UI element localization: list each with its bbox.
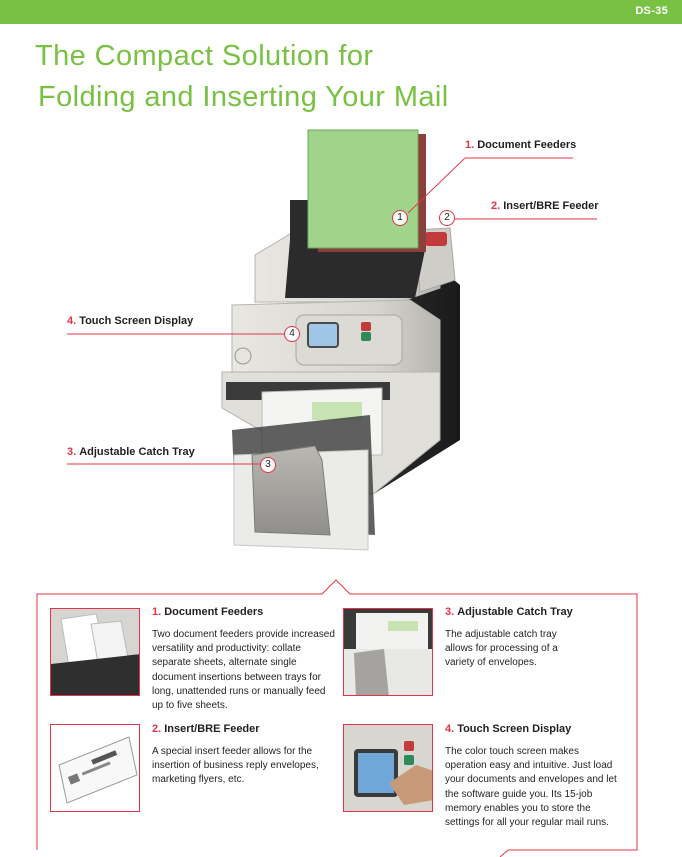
feature-title-text: Touch Screen Display (457, 723, 572, 735)
callout-number: 4. (67, 315, 77, 327)
power-button (234, 347, 252, 365)
marker-insert-bre-feeder: 2 (439, 210, 455, 226)
callout-label: Document Feeders (477, 139, 577, 151)
marker-document-feeders: 1 (392, 210, 408, 226)
feature-title-text: Adjustable Catch Tray (457, 606, 573, 618)
callout-document-feeders: 1.Document Feeders (465, 139, 576, 151)
page-headline: The Compact Solution for Folding and Ins… (35, 36, 449, 118)
feature-number: 1. (152, 606, 162, 618)
feature-number: 3. (445, 606, 455, 618)
callout-number: 2. (491, 200, 501, 212)
feature-insert-bre-feeder: 2.Insert/BRE Feeder A special insert fee… (152, 723, 337, 788)
callout-label: Insert/BRE Feeder (503, 200, 599, 212)
feature-title: 1.Document Feeders (152, 606, 337, 618)
callout-adjustable-catch-tray: 3.Adjustable Catch Tray (67, 446, 195, 458)
callout-number: 1. (465, 139, 475, 151)
marker-touch-screen-display: 4 (284, 326, 300, 342)
start-button (361, 332, 371, 341)
thumb-adjustable-catch-tray (343, 608, 433, 696)
headline-line-2: Folding and Inserting Your Mail (38, 81, 449, 113)
folder-inserter-machine-illustration (67, 129, 597, 551)
touch-screen (307, 322, 339, 348)
feature-title: 3.Adjustable Catch Tray (445, 606, 630, 618)
document-stack (307, 129, 419, 249)
callout-line-1 (407, 157, 466, 214)
feature-description: The color touch screen makes operation e… (445, 746, 617, 829)
feature-touch-screen-display: 4.Touch Screen Display The color touch s… (445, 723, 630, 830)
headline-line-1: The Compact Solution for (35, 40, 374, 72)
marker-adjustable-catch-tray: 3 (260, 457, 276, 473)
stop-button (361, 322, 371, 331)
feature-number: 4. (445, 723, 455, 735)
callout-label: Adjustable Catch Tray (79, 446, 195, 458)
feature-adjustable-catch-tray: 3.Adjustable Catch Tray The adjustable c… (445, 606, 630, 671)
feature-title: 2.Insert/BRE Feeder (152, 723, 337, 735)
callout-label: Touch Screen Display (79, 315, 194, 327)
callout-insert-bre-feeder: 2.Insert/BRE Feeder (491, 200, 599, 212)
thumb-touch-screen-display (343, 724, 433, 812)
feature-title-text: Insert/BRE Feeder (164, 723, 260, 735)
feature-description: A special insert feeder allows for the i… (152, 746, 319, 786)
feature-document-feeders: 1.Document Feeders Two document feeders … (152, 606, 337, 713)
feature-title-text: Document Feeders (164, 606, 264, 618)
top-bar: DS-35 (0, 0, 682, 24)
feature-number: 2. (152, 723, 162, 735)
feature-title: 4.Touch Screen Display (445, 723, 630, 735)
callout-number: 3. (67, 446, 77, 458)
insert-feeder-buttons (425, 232, 447, 246)
feature-description: Two document feeders provide increased v… (152, 629, 335, 712)
feature-description: The adjustable catch tray allows for pro… (445, 629, 558, 669)
model-code: DS-35 (635, 5, 668, 17)
callout-touch-screen-display: 4.Touch Screen Display (67, 315, 193, 327)
thumb-document-feeders (50, 608, 140, 696)
thumb-insert-bre-feeder (50, 724, 140, 812)
envelope-window (312, 402, 362, 420)
